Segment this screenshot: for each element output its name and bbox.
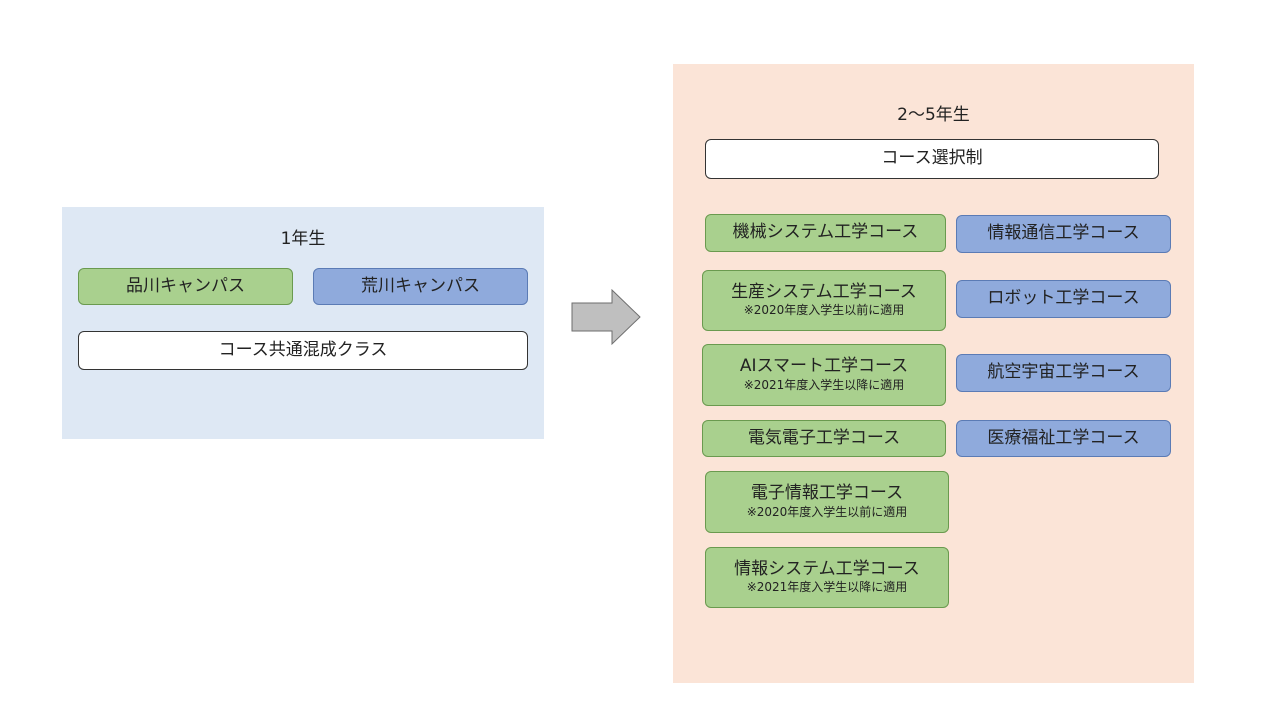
course-box-robotics: ロボット工学コース [956, 280, 1171, 318]
course-note: ※2020年度入学生以前に適用 [743, 303, 905, 318]
course-box-medical-welfare: 医療福祉工学コース [956, 420, 1171, 457]
course-box-production-systems: 生産システム工学コース ※2020年度入学生以前に適用 [702, 270, 946, 331]
right-arrow-icon [571, 289, 641, 346]
arakawa-campus-box: 荒川キャンパス [313, 268, 528, 305]
course-box-electronic-information: 電子情報工学コース ※2020年度入学生以前に適用 [705, 471, 949, 533]
course-box-ai-smart: AIスマート工学コース ※2021年度入学生以降に適用 [702, 344, 946, 406]
year1-title: 1年生 [280, 229, 326, 249]
mixed-class-box: コース共通混成クラス [78, 331, 528, 370]
arakawa-campus-label: 荒川キャンパス [361, 275, 480, 296]
course-label: 電気電子工学コース [747, 427, 901, 448]
shinagawa-campus-label: 品川キャンパス [126, 275, 245, 296]
course-note: ※2021年度入学生以降に適用 [746, 580, 908, 595]
year2-5-panel: 2〜5年生 コース選択制 機械システム工学コース 生産システム工学コース ※20… [673, 64, 1194, 683]
course-label: 医療福祉工学コース [987, 427, 1140, 448]
course-selection-box: コース選択制 [705, 139, 1159, 179]
course-box-information-systems: 情報システム工学コース ※2021年度入学生以降に適用 [705, 547, 949, 608]
course-box-electrical-electronic: 電気電子工学コース [702, 420, 946, 457]
course-label: ロボット工学コース [987, 288, 1140, 309]
course-note: ※2021年度入学生以降に適用 [743, 377, 905, 392]
course-label: AIスマート工学コース [739, 356, 909, 377]
shinagawa-campus-box: 品川キャンパス [78, 268, 293, 305]
course-label: 情報システム工学コース [734, 558, 920, 579]
course-label: 電子情報工学コース [750, 483, 904, 504]
course-box-aerospace: 航空宇宙工学コース [956, 354, 1171, 392]
course-box-mechanical-systems: 機械システム工学コース [705, 214, 946, 252]
course-note: ※2020年度入学生以前に適用 [746, 504, 908, 519]
year1-panel: 1年生 品川キャンパス 荒川キャンパス コース共通混成クラス [62, 207, 544, 439]
course-label: 生産システム工学コース [731, 281, 917, 302]
course-label: 情報通信工学コース [987, 223, 1140, 244]
course-selection-label: コース選択制 [881, 148, 983, 169]
year2-5-title: 2〜5年生 [897, 105, 970, 125]
course-label: 機械システム工学コース [732, 222, 919, 243]
course-box-information-communication: 情報通信工学コース [956, 215, 1171, 253]
mixed-class-label: コース共通混成クラス [218, 339, 388, 360]
course-label: 航空宇宙工学コース [987, 362, 1140, 383]
